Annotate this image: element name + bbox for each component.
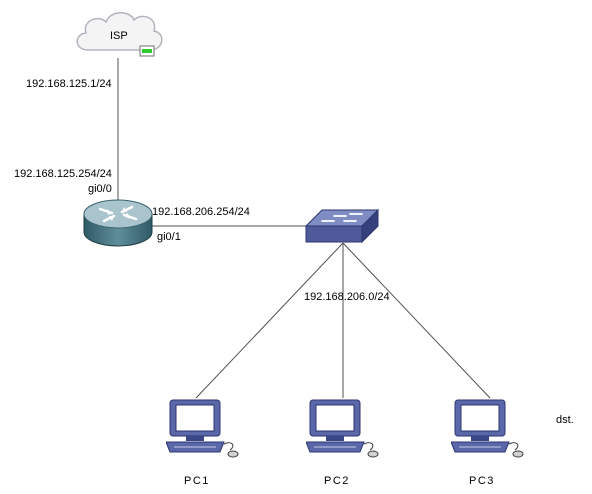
- lan-subnet-label: 192.168.206.0/24: [304, 291, 390, 303]
- link-switch-pc1: [195, 242, 344, 399]
- desktop-pc-icon: [450, 399, 524, 458]
- pc3-node[interactable]: [450, 398, 527, 460]
- cloud-icon: [76, 12, 163, 57]
- pc2-node[interactable]: [305, 398, 382, 460]
- router-lan-ip-label: 192.168.206.254/24: [152, 206, 250, 218]
- switch-icon: [304, 208, 380, 244]
- isp-ip-label: 192.168.125.1/24: [26, 78, 112, 90]
- switch-node[interactable]: [304, 206, 380, 246]
- router-node[interactable]: [82, 198, 154, 250]
- pc1-label: PC1: [184, 475, 210, 487]
- router-icon: [83, 199, 153, 247]
- router-lan-iface-label: gi0/1: [157, 231, 181, 243]
- desktop-pc-icon: [165, 399, 239, 458]
- pc3-label: PC3: [469, 475, 495, 487]
- note-label: dst.: [556, 414, 574, 426]
- router-wan-iface-label: gi0/0: [88, 183, 112, 195]
- isp-label: ISP: [110, 30, 128, 42]
- isp-node[interactable]: ISP: [70, 6, 166, 64]
- link-switch-pc3: [342, 242, 491, 399]
- pc2-label: PC2: [324, 475, 350, 487]
- desktop-pc-icon: [305, 399, 379, 458]
- router-wan-ip-label: 192.168.125.254/24: [14, 168, 112, 180]
- pc1-node[interactable]: [165, 398, 242, 460]
